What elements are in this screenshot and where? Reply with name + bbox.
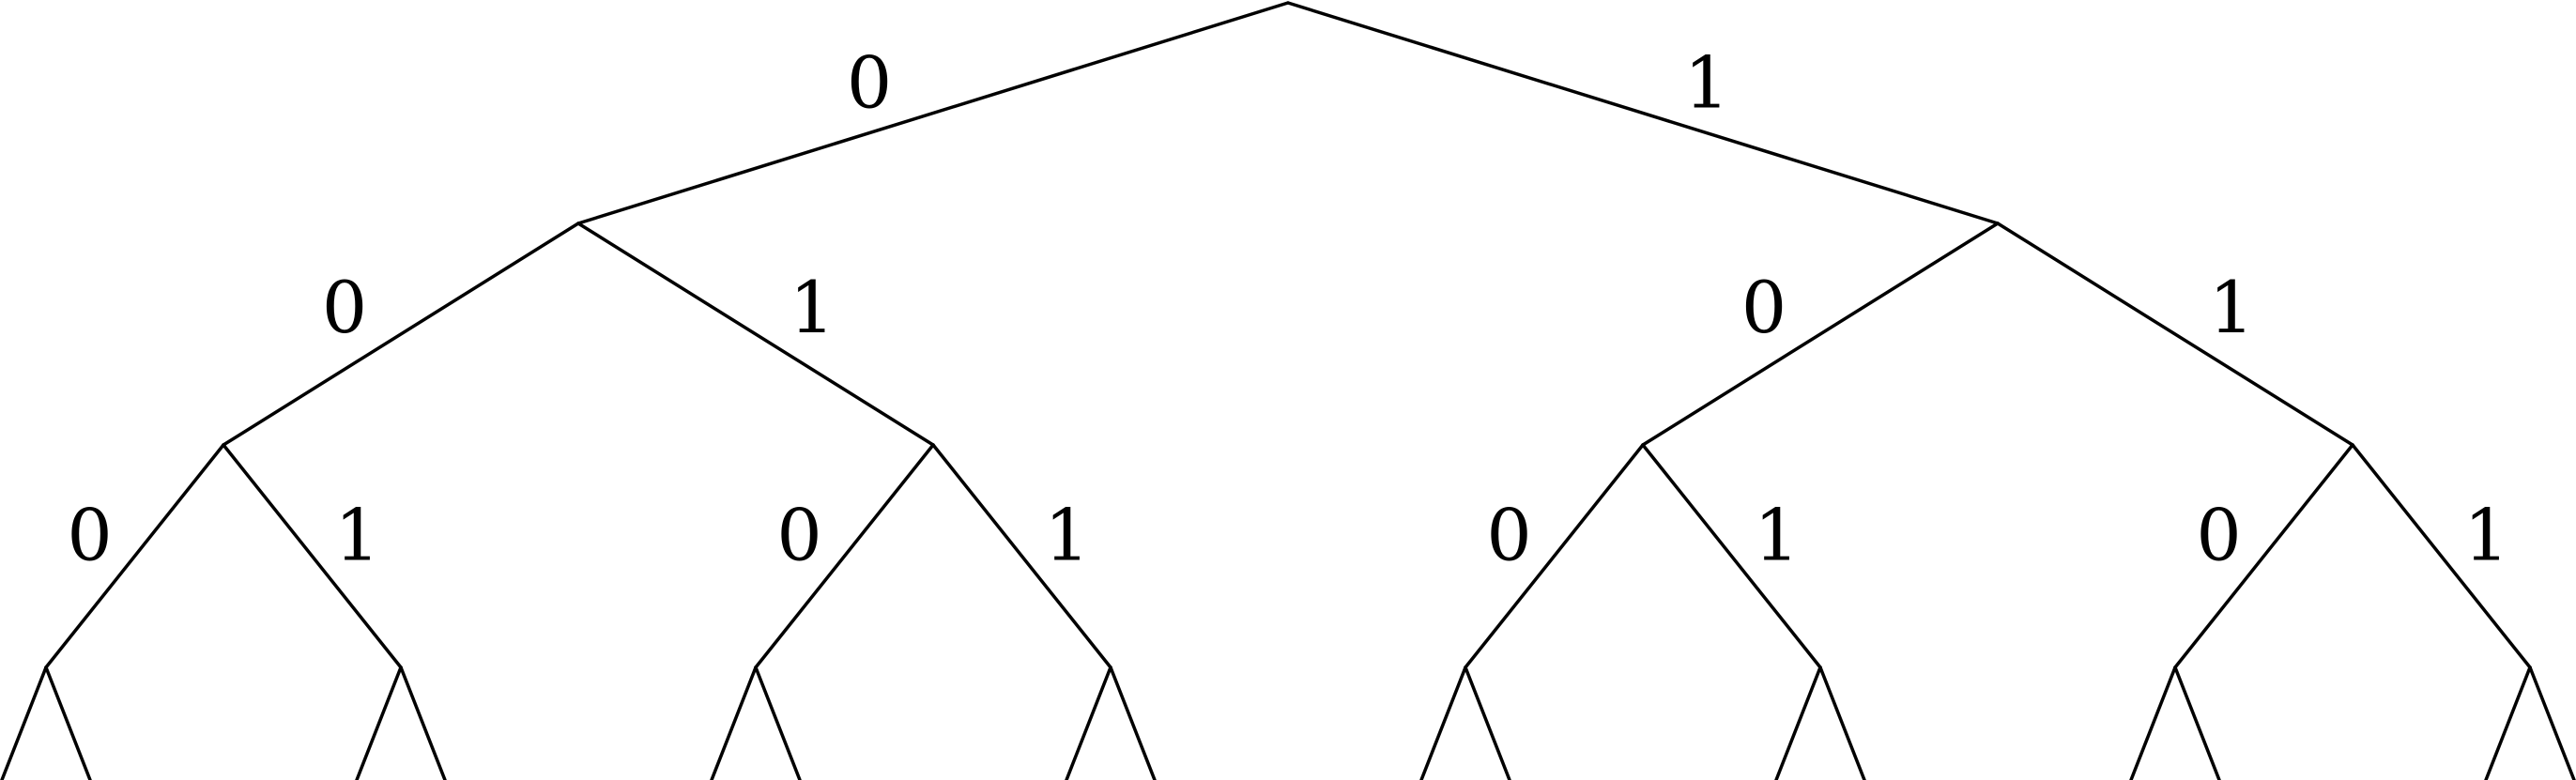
truncated-edge-001-0 [355, 665, 403, 780]
truncated-edge-111-0 [2484, 665, 2532, 780]
branch-label-00: 0 [322, 266, 367, 349]
edge-01-1 [931, 443, 1112, 669]
truncated-edge-000-1 [44, 665, 92, 780]
branch-label-root0: 0 [847, 41, 892, 125]
truncated-edge-101-0 [1774, 665, 1822, 780]
edge-11-1 [2351, 443, 2532, 669]
truncated-edge-111-1 [2528, 665, 2576, 780]
branch-label-111: 1 [2463, 494, 2508, 577]
branch-label-010: 0 [776, 494, 821, 577]
branch-label-root1: 1 [1684, 41, 1729, 125]
edge-1-0 [1641, 222, 2000, 447]
edge-0-0 [222, 222, 580, 447]
edge-10-0 [1464, 443, 1645, 669]
edge-0-1 [576, 222, 935, 447]
branch-label-110: 0 [2196, 494, 2241, 577]
truncated-edge-110-0 [2129, 665, 2177, 780]
truncated-edge-011-0 [1065, 665, 1112, 780]
truncated-edge-001-1 [399, 665, 447, 780]
truncated-edge-010-0 [710, 665, 758, 780]
truncated-edge-000-0 [0, 665, 48, 780]
branch-label-01: 1 [790, 266, 835, 349]
edge-root-1 [1286, 1, 2000, 225]
edge-00-1 [222, 443, 403, 669]
truncated-edge-100-0 [1419, 665, 1467, 780]
truncated-edge-011-1 [1109, 665, 1157, 780]
edge-00-0 [44, 443, 225, 669]
branch-label-001: 1 [334, 494, 379, 577]
truncated-edge-110-1 [2173, 665, 2221, 780]
branch-label-11: 1 [2209, 266, 2254, 349]
branch-label-10: 0 [1741, 266, 1786, 349]
edge-10-1 [1641, 443, 1822, 669]
branch-labels: 0 1 0 1 0 1 0 1 0 1 0 1 0 1 [67, 41, 2508, 577]
truncated-edge-100-1 [1464, 665, 1511, 780]
branch-label-011: 1 [1044, 494, 1089, 577]
edge-root-0 [576, 1, 1290, 225]
edge-11-0 [2173, 443, 2354, 669]
edge-01-0 [754, 443, 935, 669]
truncated-edge-010-1 [754, 665, 802, 780]
edge-1-1 [1996, 222, 2354, 447]
branch-label-000: 0 [67, 494, 112, 577]
branch-label-100: 0 [1486, 494, 1531, 577]
branch-label-101: 1 [1754, 494, 1799, 577]
truncated-edge-101-1 [1818, 665, 1866, 780]
